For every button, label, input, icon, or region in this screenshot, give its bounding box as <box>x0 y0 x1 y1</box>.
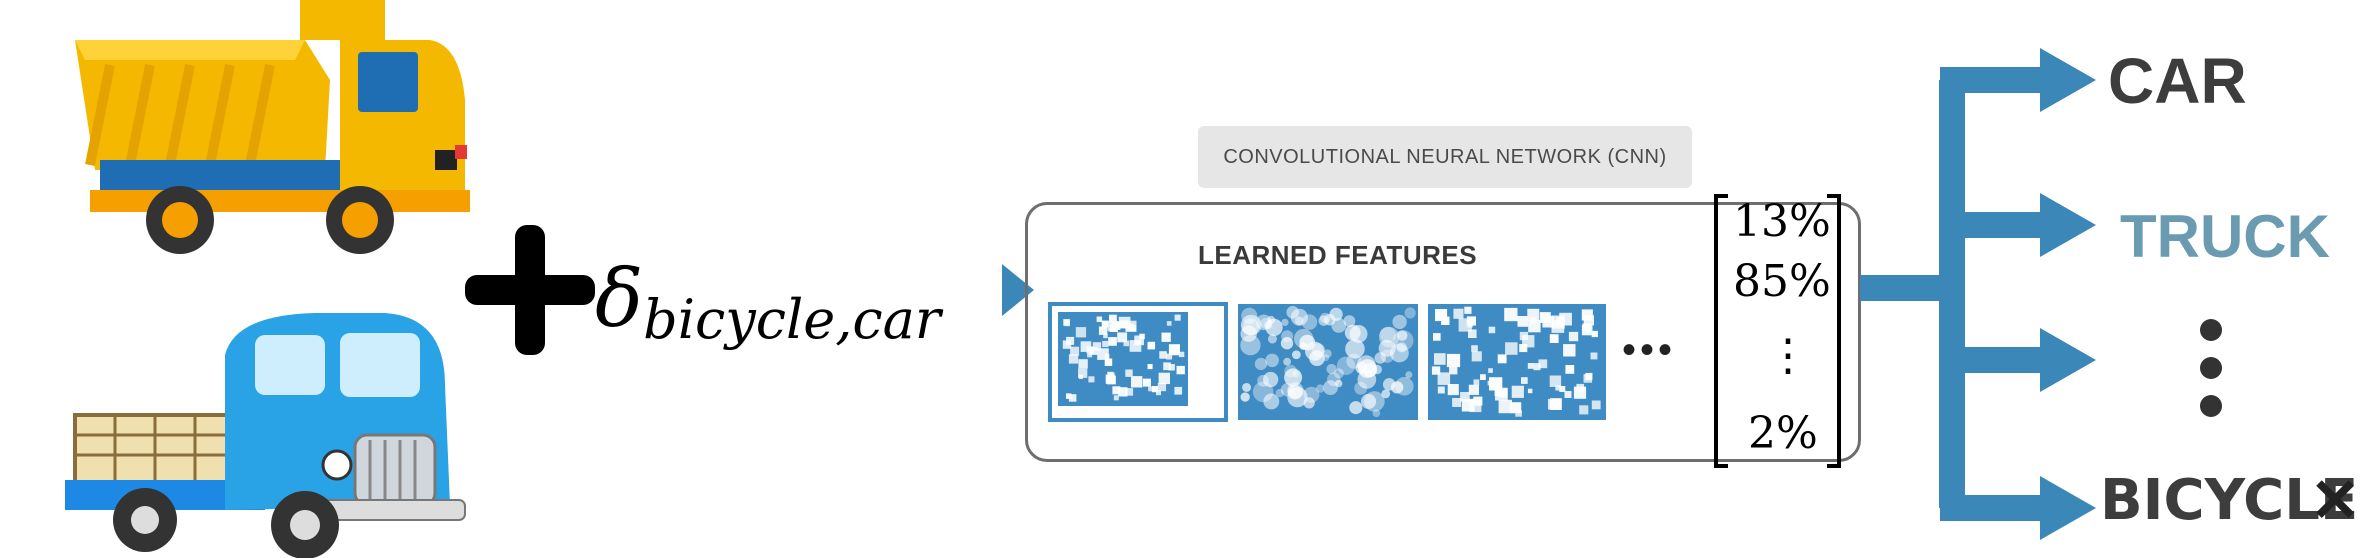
output-value-1: 13% <box>1733 196 1831 247</box>
input-arrow-icon <box>1002 264 1034 316</box>
arrow-icon <box>2040 193 2096 257</box>
feature-map-3 <box>1428 304 1606 420</box>
output-label-truck: TRUCK <box>2120 203 2330 270</box>
output-branch-arrows <box>1860 48 2096 540</box>
pickup-truck-icon <box>65 313 466 558</box>
perturbation-formula: δbicycle,car <box>595 252 941 351</box>
delta-subscript: bicycle,car <box>643 288 941 351</box>
delta-symbol: δ <box>595 252 644 345</box>
output-label-bicycle: BICYCLE <box>2100 468 2359 533</box>
cnn-banner: CONVOLUTIONAL NEURAL NETWORK (CNN) <box>1198 126 1692 188</box>
output-label-car: CAR <box>2108 45 2247 117</box>
arrow-icon <box>2040 328 2096 392</box>
output-vdots: ⋮ <box>1766 330 1810 381</box>
feature-map-2 <box>1238 304 1418 420</box>
bicycle-cross-icon: ✕ <box>2310 467 2361 534</box>
ellipsis-dots: ••• <box>1622 328 1677 372</box>
learned-features-label: LEARNED FEATURES <box>1198 240 1478 270</box>
plus-icon <box>465 225 595 355</box>
arrow-icon <box>2040 48 2096 112</box>
feature-map-1 <box>1048 302 1228 422</box>
output-vector-brackets <box>1714 194 1841 468</box>
vertical-ellipsis-icon <box>2200 319 2222 417</box>
output-value-2: 85% <box>1733 256 1831 307</box>
arrow-icon <box>2040 476 2096 540</box>
output-value-3: 2% <box>1748 408 1818 459</box>
cnn-box <box>1025 202 1861 462</box>
feature-maps <box>1048 302 1606 422</box>
dump-truck-icon <box>75 0 470 254</box>
